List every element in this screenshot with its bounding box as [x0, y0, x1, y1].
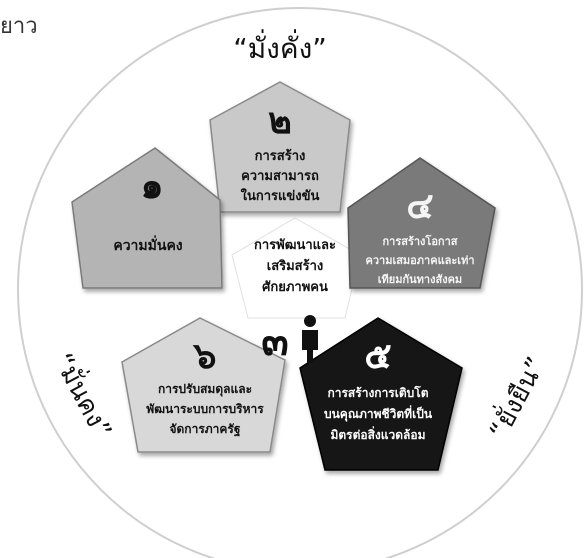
header-fragment: ยาว: [0, 14, 38, 39]
center-line-3: ศักยภาพคน: [262, 280, 328, 295]
pentagon-1-line-1: ความมั่นคง: [113, 235, 182, 254]
pentagon-6: [121, 317, 286, 453]
pentagon-2-line-1: การสร้าง: [255, 148, 306, 164]
pentagon-6-line-1: การปรับสมดุลและ: [158, 382, 252, 397]
pentagon-5-number: ๕: [364, 336, 391, 377]
pentagon-6-line-2: พัฒนาระบบการบริหาร: [146, 402, 264, 416]
arc-label-top: “มั่งคั่ง”: [233, 29, 327, 65]
pentagon-4: [347, 157, 496, 289]
center-line-2: เสริมสร้าง: [267, 258, 324, 274]
center-number: ๓: [261, 319, 288, 365]
person-icon: [302, 315, 318, 363]
pentagon-6-line-3: จัดการภาครัฐ: [169, 422, 240, 437]
pentagon-1: [71, 147, 223, 289]
pentagon-6-number: ๖: [192, 336, 217, 377]
pentagon-2-number: ๒: [268, 101, 292, 142]
pentagon-4-line-1: การสร้างโอกาส: [383, 234, 458, 248]
pentagon-5-line-2: บนคุณภาพชีวิตที่เป็น: [324, 405, 433, 422]
pentagon-2-line-2: ความสามารถ: [241, 169, 319, 184]
pentagon-2-line-3: ในการแข่งขัน: [241, 187, 320, 204]
pentagon-4-line-3: เทียมกันทางสังคม: [378, 273, 462, 286]
center-line-1: การพัฒนาและ: [254, 238, 336, 253]
pentagon-5-line-1: การสร้างการเติบโต: [327, 385, 428, 400]
pentagon-2: [209, 81, 351, 213]
pentagon-4-line-2: ความเสมอภาคและเท่า: [365, 254, 474, 267]
pentagon-4-number: ๔: [406, 186, 433, 227]
pentagon-1-number: ๑: [141, 166, 164, 207]
pentagon-5-line-3: มิตรต่อสิ่งแวดล้อม: [330, 426, 425, 442]
